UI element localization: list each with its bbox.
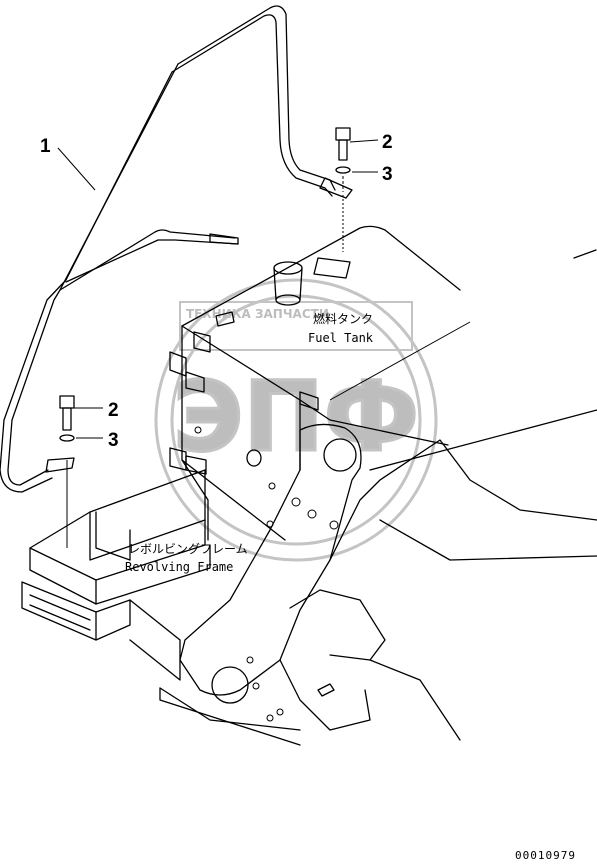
watermark-letters: ЭПФ <box>173 361 419 473</box>
bolt-left <box>59 395 75 548</box>
callout-3-left: 3 <box>108 430 119 451</box>
callout-3-top: 3 <box>382 164 393 185</box>
revolving-frame-label-en: Revolving Frame <box>125 560 233 574</box>
watermark-band-text: ТЕХНИКА ЗАПЧАСТИ <box>186 307 329 321</box>
drawing-code: 00010979 <box>515 849 576 862</box>
bolt-top <box>335 127 351 192</box>
callout-2-left: 2 <box>108 400 119 421</box>
fuel-tank-label-en: Fuel Tank <box>308 331 374 345</box>
revolving-frame <box>21 409 597 746</box>
callout-1: 1 <box>40 136 51 157</box>
revolving-frame-label-jp: レボルビングフレーム <box>128 542 248 556</box>
fuel-tank-label-jp: 燃料タンク <box>313 311 373 326</box>
callout-2-top: 2 <box>382 132 393 153</box>
watermark-stamp: ТЕХНИКА ЗАПЧАСТИ ЭПФ <box>154 278 438 562</box>
